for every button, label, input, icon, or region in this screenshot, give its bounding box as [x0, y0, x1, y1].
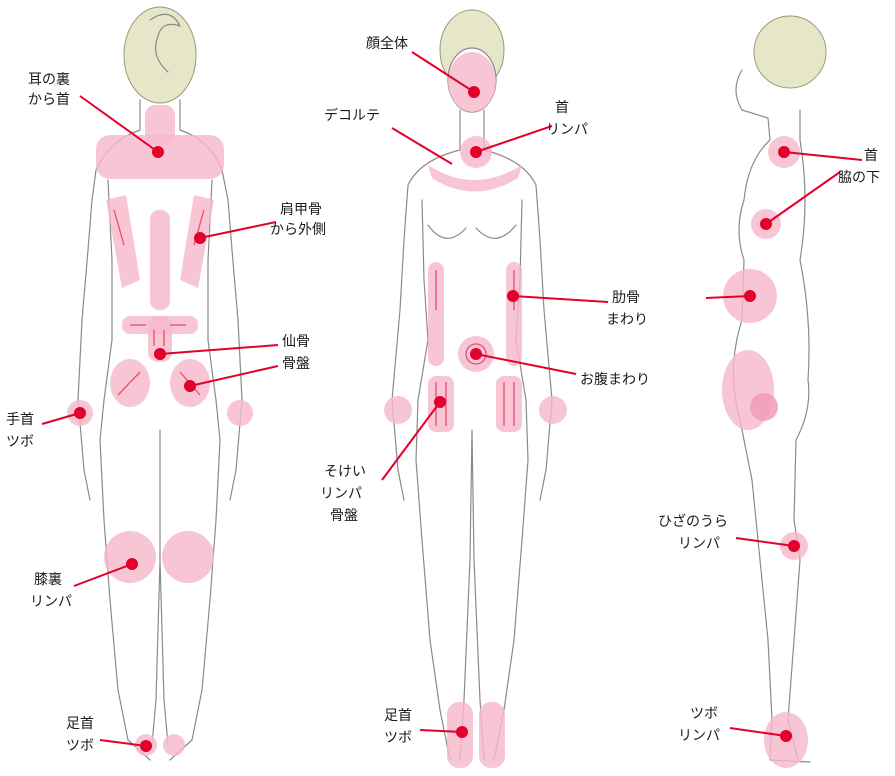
label-decollete: デコルテ: [324, 107, 380, 124]
label-back-ankle-1: 足首: [66, 716, 94, 732]
label-knee-2: リンパ: [30, 594, 72, 610]
label-ribs-1: 肋骨: [612, 290, 640, 306]
back-right-knee-zone: [162, 531, 214, 583]
front-decollete-zone: [428, 165, 522, 192]
label-ear-neck-1: 耳の裏: [28, 71, 70, 88]
label-face: 顔全体: [366, 35, 408, 52]
label-side-ankle-1: ツボ: [690, 706, 718, 722]
back-neck-zone: [145, 105, 175, 145]
label-sacrum-1: 仙骨: [282, 334, 310, 350]
dot-back-knee: [126, 558, 138, 570]
label-groin-3: 骨盤: [330, 508, 358, 524]
dot-back-pelvis: [184, 380, 196, 392]
front-right-ankle-zone: [479, 702, 505, 768]
label-neck-lymph-1: 首: [555, 100, 569, 116]
label-side-knee-2: リンパ: [678, 536, 720, 552]
front-left-wrist-zone: [384, 396, 412, 424]
label-abdomen: お腹まわり: [580, 371, 650, 388]
label-wrist-2: ツボ: [6, 434, 34, 450]
dot-back-ankle: [140, 740, 152, 752]
dot-back-neck: [152, 146, 164, 158]
back-right-ankle-zone: [163, 734, 185, 756]
label-scapula-1: 肩甲骨: [280, 202, 322, 218]
label-knee-1: 膝裏: [34, 571, 62, 588]
label-ribs-2: まわり: [606, 312, 648, 328]
dot-front-face: [468, 86, 480, 98]
label-front-ankle-1: 足首: [384, 708, 412, 724]
back-right-wrist-zone: [227, 400, 253, 426]
side-wrist-zone: [750, 393, 778, 421]
label-back-ankle-2: ツボ: [66, 738, 94, 754]
side-view-figure: [722, 16, 826, 768]
front-face-zone: [448, 52, 496, 112]
dot-front-ankle: [456, 726, 468, 738]
dot-side-neck: [778, 146, 790, 158]
front-view-figure: [384, 10, 567, 768]
label-ear-neck-2: から首: [28, 92, 70, 108]
dot-side-armpit: [760, 218, 772, 230]
front-right-groin-zone: [496, 376, 522, 432]
side-hair: [754, 16, 826, 88]
back-view-figure: [67, 7, 253, 760]
label-scapula-2: から外側: [270, 222, 326, 238]
label-side-knee-1: ひざのうら: [658, 513, 728, 530]
dot-side-knee: [788, 540, 800, 552]
back-spine-zone: [150, 210, 170, 310]
dot-side-ankle: [780, 730, 792, 742]
dot-side-ribs: [744, 290, 756, 302]
dot-front-groin: [434, 396, 446, 408]
label-side-neck-2: 脇の下: [838, 170, 880, 186]
dot-back-wrist: [74, 407, 86, 419]
label-groin-2: リンパ: [320, 486, 362, 502]
dot-back-scapula: [194, 232, 206, 244]
label-wrist-1: 手首: [6, 412, 34, 428]
label-side-neck-1: 首: [864, 148, 878, 164]
label-groin-1: そけい: [324, 464, 366, 480]
back-body-outline: [78, 100, 242, 760]
back-left-knee-zone: [104, 531, 156, 583]
dot-front-neck: [470, 146, 482, 158]
dot-back-sacrum: [154, 348, 166, 360]
label-front-ankle-2: ツボ: [384, 730, 412, 746]
back-hair: [124, 7, 196, 103]
dot-front-ribs: [507, 290, 519, 302]
label-side-ankle-2: リンパ: [678, 728, 720, 744]
label-sacrum-2: 骨盤: [282, 356, 310, 372]
dot-front-abdomen: [470, 348, 482, 360]
front-right-wrist-zone: [539, 396, 567, 424]
label-neck-lymph-2: リンパ: [546, 122, 588, 138]
